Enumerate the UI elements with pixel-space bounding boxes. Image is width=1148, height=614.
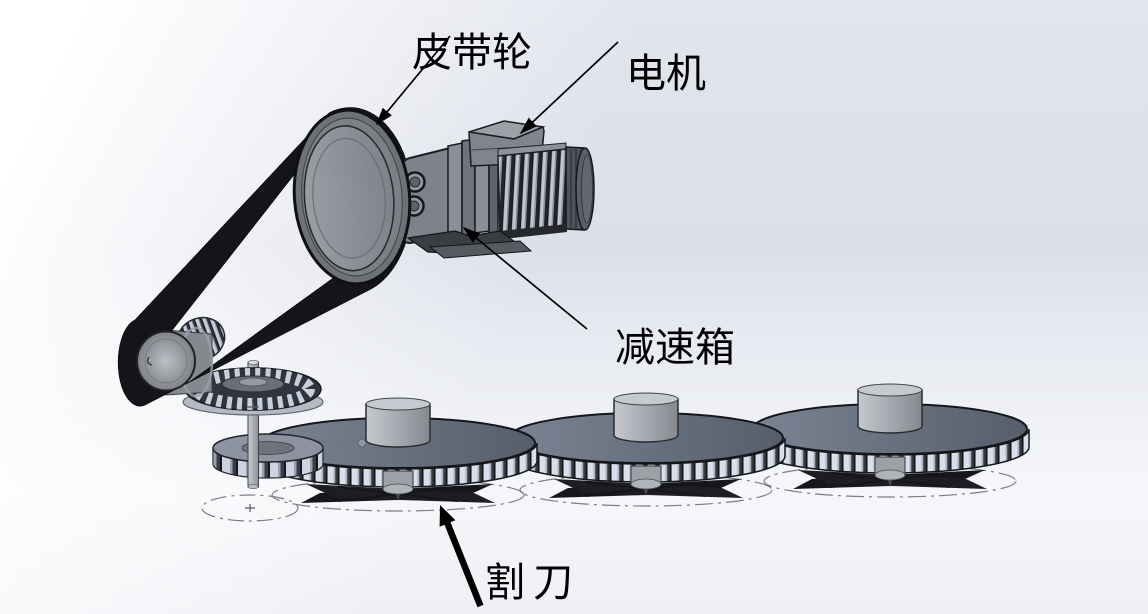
motor-assembly bbox=[401, 120, 595, 259]
disc-face-centerline bbox=[299, 438, 367, 448]
idler-spur-gear bbox=[212, 433, 324, 479]
small-pulley-cap bbox=[136, 330, 196, 392]
label-motor: 电机 bbox=[626, 51, 706, 96]
callout-leaders bbox=[375, 35, 619, 608]
leader-belt-pulley bbox=[375, 35, 451, 126]
leader-gearbox bbox=[462, 226, 588, 330]
leader-motor bbox=[519, 41, 619, 135]
vertical-drive-shaft bbox=[247, 359, 259, 490]
label-belt-pulley: 皮带轮 bbox=[412, 30, 532, 75]
cutter-disc-right bbox=[750, 383, 1030, 498]
motor-end-cap bbox=[565, 146, 595, 231]
ground-reference-circle-left bbox=[201, 494, 299, 522]
label-cutter: 割刀 bbox=[485, 560, 581, 605]
motor-cooling-fins bbox=[497, 148, 568, 237]
leader-cutter-arrow bbox=[439, 505, 484, 608]
label-gearbox: 减速箱 bbox=[615, 325, 735, 370]
cutter-disc-middle bbox=[506, 392, 786, 507]
belt-pulley-wheel bbox=[292, 108, 412, 286]
